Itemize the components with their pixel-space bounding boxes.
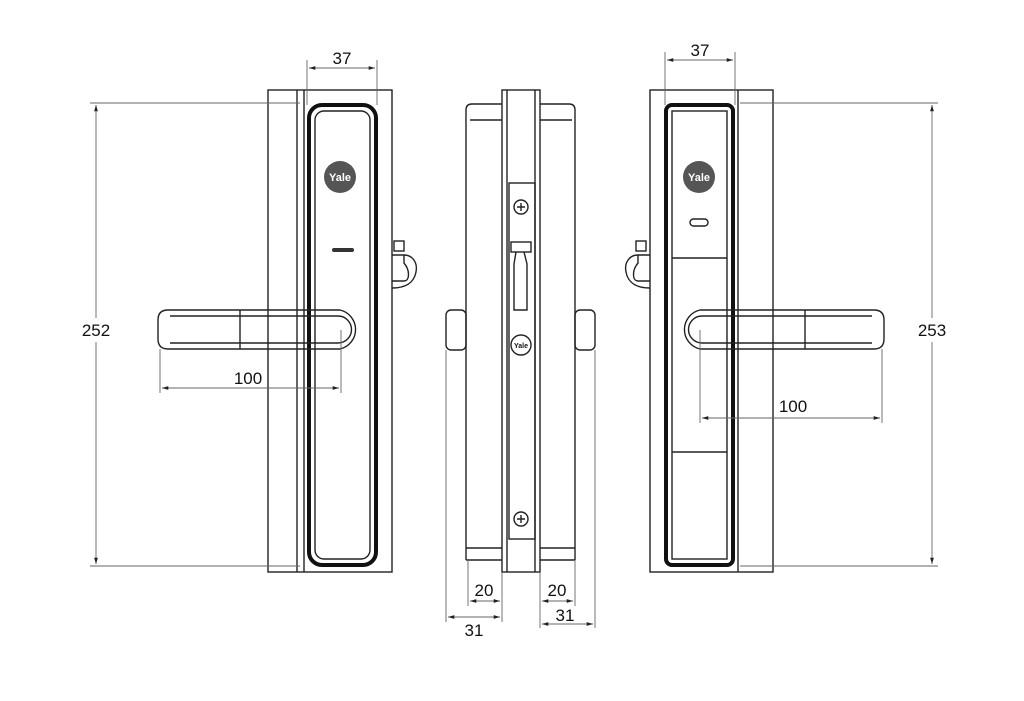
dimension-right-inner: 20 xyxy=(548,581,567,600)
dimension-right-outer: 31 xyxy=(556,606,575,625)
brand-logo-text-right: Yale xyxy=(688,172,710,184)
brand-logo-text: Yale xyxy=(329,172,351,184)
yale-logo-icon: Yale xyxy=(683,161,715,193)
yale-logo-icon: Yale xyxy=(324,161,356,193)
lever-handle xyxy=(683,309,885,350)
knob-right xyxy=(574,309,596,351)
front-view-right: Yale 37 253 100 xyxy=(624,41,946,573)
dimension-left-outer: 31 xyxy=(465,621,484,640)
screw-icon xyxy=(513,511,529,527)
dimension-height-left: 252 xyxy=(82,321,110,340)
lever-handle xyxy=(157,309,357,350)
dimension-height-right: 253 xyxy=(918,321,946,340)
brand-logo-text-side: Yale xyxy=(514,343,528,350)
dimension-handle-left: 100 xyxy=(234,369,262,388)
dimension-width-left: 37 xyxy=(333,49,352,68)
dimension-handle-right: 100 xyxy=(779,397,807,416)
dimension-width-right: 37 xyxy=(691,41,710,60)
knob-left xyxy=(445,309,467,351)
fingerprint-slot-icon xyxy=(689,218,709,227)
dimension-left-inner: 20 xyxy=(475,581,494,600)
yale-logo-icon: Yale xyxy=(510,334,532,356)
hook-icon xyxy=(624,240,651,289)
latch-icon xyxy=(510,241,532,311)
keypad-slot-icon xyxy=(332,248,354,252)
screw-icon xyxy=(513,199,529,215)
front-view-left: Yale 37 252 100 xyxy=(82,49,418,573)
hook-icon xyxy=(391,240,418,289)
side-view: Yale 20 31 20 31 xyxy=(445,89,596,640)
